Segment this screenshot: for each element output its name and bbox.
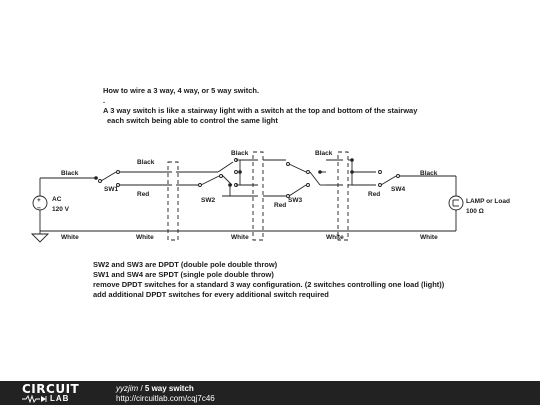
junction-box-3 <box>337 151 349 241</box>
source-name: AC <box>52 196 62 203</box>
sw1-switch <box>94 170 120 187</box>
junction-box-1 <box>167 161 179 241</box>
wire-label-white-4: White <box>326 234 344 241</box>
source-plus-sign: + <box>37 197 41 204</box>
title-dot: . <box>103 96 106 105</box>
wire-label-black-1: Black <box>61 170 79 177</box>
note-line-4: add additional DPDT switches for every a… <box>93 290 329 299</box>
circuit-title: 5 way switch <box>144 384 194 393</box>
note-line-2: SW1 and SW4 are SPDT (single pole double… <box>93 270 274 279</box>
wire-label-red-1: Red <box>137 191 149 198</box>
diagram-title: How to wire a 3 way, 4 way, or 5 way swi… <box>103 86 260 95</box>
sw3-label: SW3 <box>288 197 302 204</box>
logo-text-top: CIRCUIT <box>22 382 80 396</box>
ac-source-symbol <box>32 178 48 231</box>
wire-label-black-2: Black <box>137 159 155 166</box>
author-link[interactable]: yyzjim <box>116 384 139 393</box>
title-separator: / <box>138 384 145 393</box>
sw2-label: SW2 <box>201 197 215 204</box>
lamp-symbol <box>448 195 464 231</box>
wire-label-black-5: Black <box>420 170 438 177</box>
source-minus-sign: − <box>37 205 41 212</box>
footer-bar: CIRCUIT LAB yyzjim / 5 way switch http:/… <box>0 381 540 405</box>
circuitlab-logo[interactable]: CIRCUIT LAB <box>22 383 100 403</box>
wire-label-white-1: White <box>61 234 79 241</box>
note-line-3: remove DPDT switches for a standard 3 wa… <box>93 280 445 289</box>
footer-title-line: yyzjim / 5 way switch <box>116 384 194 393</box>
wire-label-white-5: White <box>420 234 438 241</box>
load-value: 100 Ω <box>466 208 484 215</box>
sw1-label: SW1 <box>104 186 118 193</box>
sw2-switch <box>198 158 241 196</box>
load-name: LAMP or Load <box>466 198 510 205</box>
logo-text-bottom: LAB <box>50 394 70 403</box>
source-value: 120 V <box>52 206 70 213</box>
note-line-1: SW2 and SW3 are DPDT (double pole double… <box>93 260 278 269</box>
wire-label-white-3: White <box>231 234 249 241</box>
description-line-2: each switch being able to control the sa… <box>107 116 278 125</box>
circuit-url-link[interactable]: http://circuitlab.com/cqj7c46 <box>116 394 215 403</box>
sw4-switch <box>378 170 400 187</box>
sw3-switch <box>286 162 326 198</box>
wire-label-black-3: Black <box>231 150 249 157</box>
description-line-1: A 3 way switch is like a stairway light … <box>103 106 418 115</box>
wire-label-red-3: Red <box>368 191 380 198</box>
wire-label-black-4: Black <box>315 150 333 157</box>
logo-resistor-icon <box>22 395 47 403</box>
sw4-label: SW4 <box>391 186 405 193</box>
ground-symbol <box>30 231 50 243</box>
wire-label-white-2: White <box>136 234 154 241</box>
wire-label-red-2: Red <box>274 202 286 209</box>
